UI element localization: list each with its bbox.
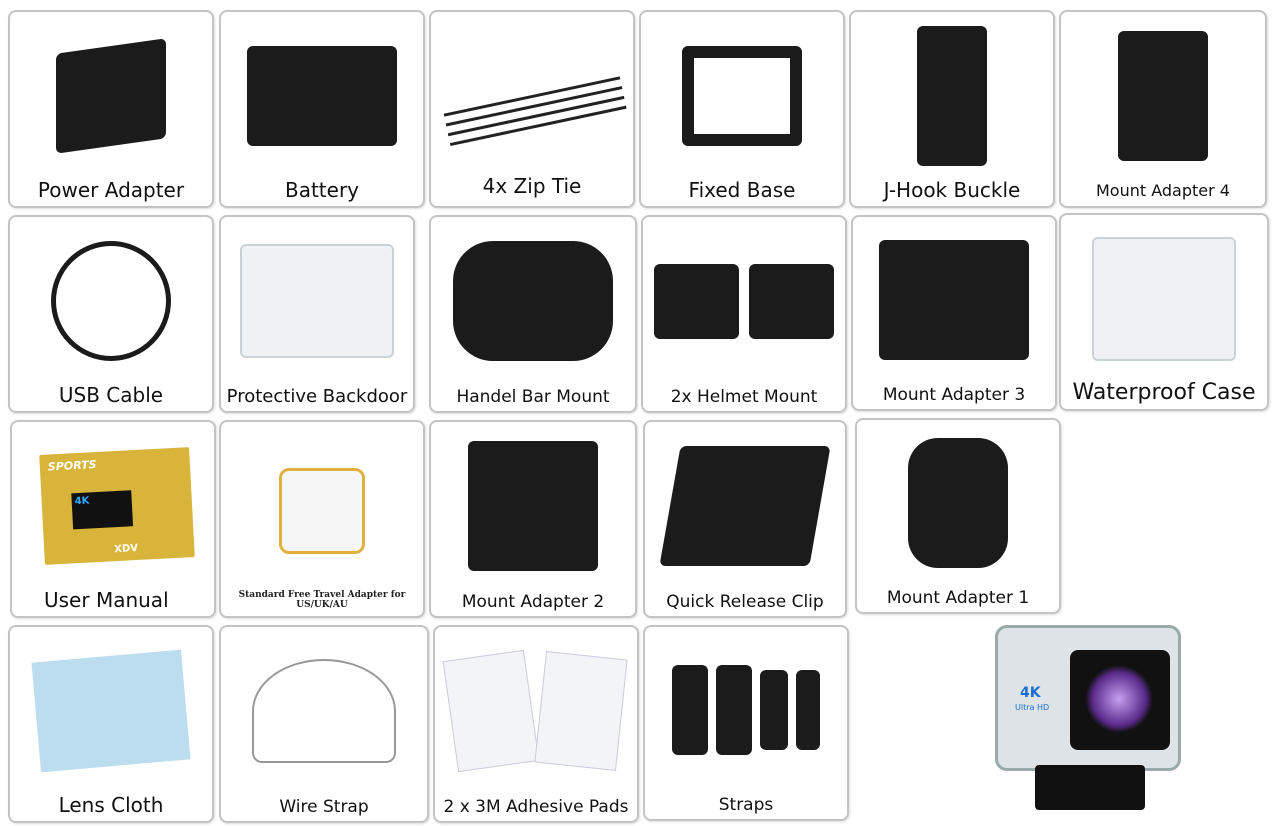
user-manual-image: SPORTS 4K XDV [39, 430, 204, 582]
tile-handlebar-mount: Handel Bar Mount [429, 215, 637, 413]
zip-tie-image [441, 20, 623, 172]
tile-power-adapter: Power Adapter [8, 10, 214, 208]
item-label: J-Hook Buckle [883, 178, 1021, 202]
item-label: Mount Adapter 3 [882, 385, 1026, 405]
wire-strap-image [231, 635, 417, 787]
item-label: 4x Zip Tie [482, 174, 582, 198]
camera-badge: 4K [1020, 685, 1041, 701]
quick-release-clip-image [655, 430, 835, 582]
item-label: Waterproof Case [1072, 380, 1256, 405]
item-label: Handel Bar Mount [456, 387, 610, 407]
fixed-base-image [651, 20, 833, 172]
tile-straps: Straps [643, 625, 849, 821]
item-label: Lens Cloth [58, 793, 164, 817]
tile-mount-adapter-1: Mount Adapter 1 [855, 418, 1061, 614]
usb-cable-image [20, 225, 202, 377]
lens-cloth-image [20, 635, 202, 787]
tile-mount-adapter-4: Mount Adapter 4 [1059, 10, 1267, 208]
item-label: Protective Backdoor [226, 386, 408, 407]
travel-adapter-caption: Standard Free Travel Adapter for US/UK/A… [238, 590, 406, 610]
tile-waterproof-case: Waterproof Case [1059, 213, 1269, 411]
item-label: Mount Adapter 1 [886, 588, 1030, 608]
battery-image [231, 20, 413, 172]
item-label: Power Adapter [37, 178, 185, 202]
item-label: Straps [718, 795, 774, 815]
tile-battery: Battery [219, 10, 425, 208]
tile-mount-adapter-2: Mount Adapter 2 [429, 420, 637, 618]
tile-usb-cable: USB Cable [8, 215, 214, 413]
manual-badge: 4K [71, 490, 134, 530]
item-label: 2 x 3M Adhesive Pads [443, 797, 629, 817]
waterproof-case-image [1071, 223, 1257, 375]
mount-adapter-4-image [1071, 20, 1255, 172]
item-label: Battery [284, 178, 360, 202]
tile-travel-adapter: Standard Free Travel Adapter for US/UK/A… [219, 420, 425, 618]
tile-helmet-mount: 2x Helmet Mount [641, 215, 847, 413]
tile-zip-tie: 4x Zip Tie [429, 10, 635, 208]
item-label: 2x Helmet Mount [670, 387, 818, 407]
travel-adapter-image [231, 430, 413, 592]
j-hook-image [861, 20, 1043, 172]
backdoor-image [231, 225, 403, 377]
item-label: User Manual [44, 588, 169, 612]
action-camera-image: 4K Ultra HD [965, 625, 1195, 815]
tile-wire-strap: Wire Strap [219, 625, 429, 823]
item-label: Fixed Base [688, 178, 796, 202]
tile-fixed-base: Fixed Base [639, 10, 845, 208]
item-label: USB Cable [58, 383, 164, 407]
helmet-mount-image [653, 225, 835, 377]
tile-user-manual: SPORTS 4K XDV User Manual [10, 420, 216, 618]
manual-brand: SPORTS [47, 458, 97, 474]
adhesive-pads-image [442, 635, 628, 787]
mount-adapter-2-image [441, 430, 625, 582]
item-label: Quick Release Clip [666, 592, 824, 612]
tile-mount-adapter-3: Mount Adapter 3 [851, 215, 1057, 411]
item-label: Wire Strap [279, 797, 369, 817]
tile-adhesive-pads: 2 x 3M Adhesive Pads [433, 625, 639, 823]
item-label: Mount Adapter 4 [1096, 181, 1230, 200]
tile-j-hook-buckle: J-Hook Buckle [849, 10, 1055, 208]
item-label: Mount Adapter 2 [461, 592, 605, 612]
manual-model: XDV [113, 542, 139, 556]
power-adapter-image [20, 20, 202, 172]
mount-adapter-1-image [867, 428, 1049, 578]
straps-image [655, 635, 837, 785]
mount-adapter-3-image [863, 225, 1045, 375]
handlebar-mount-image [441, 225, 625, 377]
tile-quick-release-clip: Quick Release Clip [643, 420, 847, 618]
tile-protective-backdoor: Protective Backdoor [219, 215, 415, 413]
tile-lens-cloth: Lens Cloth [8, 625, 214, 823]
camera-sub: Ultra HD [1015, 703, 1050, 712]
